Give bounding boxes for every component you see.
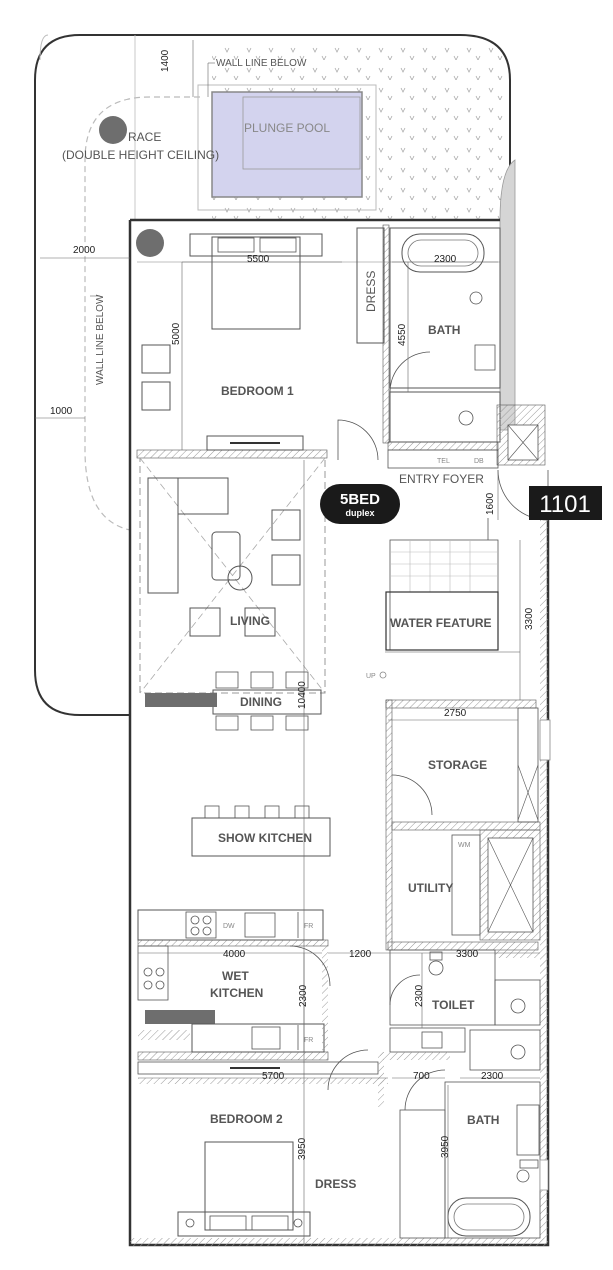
- label-terrace-note: (DOUBLE HEIGHT CEILING): [62, 148, 219, 162]
- note-wm: WM: [458, 842, 471, 849]
- marker-circle-terrace: [99, 116, 127, 144]
- note-tel: TEL: [437, 458, 450, 465]
- label-dining: DINING: [240, 695, 282, 709]
- plunge-pool: [211, 91, 363, 198]
- label-bath-1: BATH: [428, 323, 460, 337]
- note-wall-line-below-top: WALL LINE BELOW: [216, 58, 307, 69]
- label-bedroom-1: BEDROOM 1: [221, 384, 294, 398]
- label-bedroom-2: BEDROOM 2: [210, 1112, 283, 1126]
- show-kitchen-island: [191, 817, 331, 857]
- note-up: UP: [366, 673, 376, 680]
- dim-1000: 1000: [50, 406, 73, 417]
- label-storage: STORAGE: [428, 758, 487, 772]
- dim-1200: 1200: [349, 949, 372, 960]
- label-dress-1: DRESS: [364, 271, 378, 312]
- unit-number-text: 1101: [539, 491, 591, 518]
- dim-700: 700: [413, 1071, 430, 1082]
- label-living: LIVING: [230, 614, 270, 628]
- marker-circle-bedroom: [136, 229, 164, 257]
- badge-main-text: 5BED: [340, 491, 380, 508]
- dim-5700: 5700: [262, 1071, 285, 1082]
- dim-1600: 1600: [485, 492, 496, 515]
- note-dw: DW: [223, 923, 235, 930]
- dim-5500: 5500: [247, 254, 270, 265]
- apartment-outer-wall: [128, 218, 550, 1247]
- badge-sub-text: duplex: [345, 508, 374, 518]
- dim-2300-bath2: 2300: [481, 1071, 504, 1082]
- dim-4550: 4550: [397, 323, 408, 346]
- water-feature-box: [385, 591, 499, 651]
- label-show-kitchen: SHOW KITCHEN: [218, 831, 312, 845]
- note-db: DB: [474, 458, 484, 465]
- bed-2: [204, 1141, 294, 1231]
- dim-3300-toilet: 3300: [456, 949, 479, 960]
- note-fr-2: FR: [304, 1037, 313, 1044]
- label-water-feature: WATER FEATURE: [390, 616, 492, 630]
- dim-3300-stair: 3300: [524, 607, 535, 630]
- dim-4000: 4000: [223, 949, 246, 960]
- dim-3950-bath2: 3950: [440, 1135, 451, 1158]
- label-utility: UTILITY: [408, 881, 453, 895]
- label-dress-2: DRESS: [315, 1177, 356, 1191]
- label-terrace: RACE: [128, 130, 161, 144]
- label-plunge-pool: PLUNGE POOL: [244, 121, 330, 135]
- dim-3950-bed2: 3950: [297, 1137, 308, 1160]
- wet-kitchen-marker: [145, 1010, 215, 1024]
- dim-2300-bath: 2300: [434, 254, 457, 265]
- unit-number-box: 1101: [529, 486, 602, 520]
- label-entry-foyer: ENTRY FOYER: [399, 472, 484, 486]
- dining-bench-marker: [145, 693, 217, 707]
- dim-2300-toilet: 2300: [414, 984, 425, 1007]
- label-bath-2: BATH: [467, 1113, 499, 1127]
- bathtub-1: [401, 233, 485, 273]
- dim-5000: 5000: [171, 322, 182, 345]
- dim-1400: 1400: [160, 49, 171, 72]
- note-wall-line-below-side: WALL LINE BELOW: [95, 294, 106, 385]
- dim-2300-wet: 2300: [298, 984, 309, 1007]
- dim-2000: 2000: [73, 245, 96, 256]
- note-fr-1: FR: [304, 923, 313, 930]
- dim-10400: 10400: [297, 681, 308, 709]
- bed-1: [211, 236, 301, 330]
- sofa: [147, 477, 179, 594]
- label-wet-kitchen-1: WET: [222, 969, 249, 983]
- bedroom-count-badge: 5BED duplex: [320, 484, 400, 524]
- label-wet-kitchen-2: KITCHEN: [210, 986, 263, 1000]
- dim-2750: 2750: [444, 708, 467, 719]
- label-toilet: TOILET: [432, 998, 475, 1012]
